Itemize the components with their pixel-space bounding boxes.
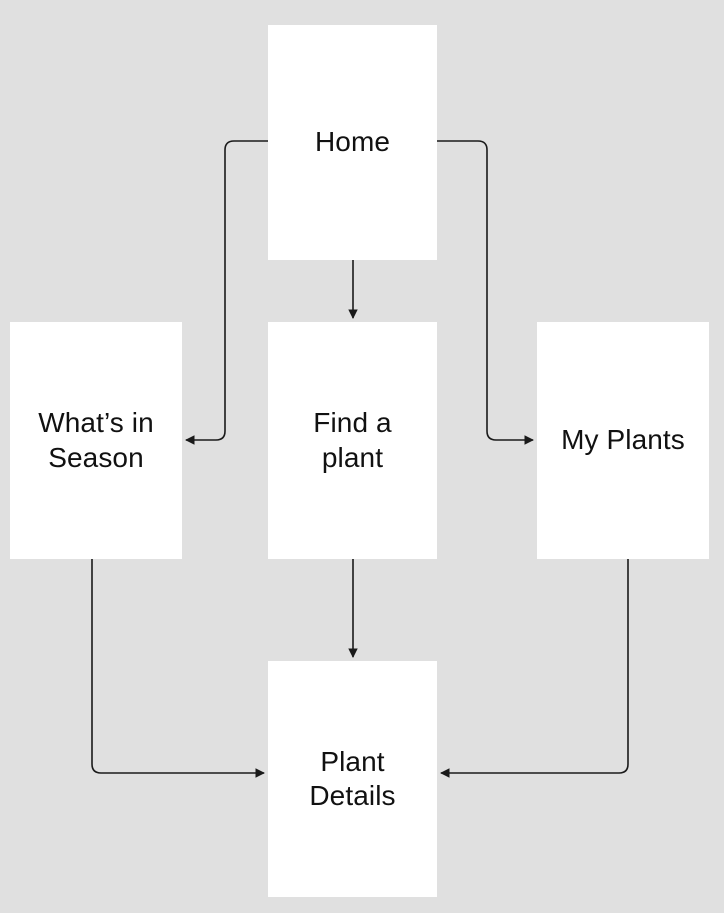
node-plant-details[interactable]: Plant Details <box>268 661 437 897</box>
node-whats-in-season-label: What’s in Season <box>38 407 154 473</box>
node-my-plants[interactable]: My Plants <box>537 322 709 559</box>
node-plant-details-label: Plant Details <box>309 745 396 811</box>
node-whats-in-season[interactable]: What’s in Season <box>10 322 182 559</box>
node-find-a-plant-label: Find a plant <box>313 407 392 473</box>
connector-my-plants-to-plant-details <box>440 559 629 778</box>
connector-home-to-whats-in-season <box>185 140 268 445</box>
node-my-plants-label: My Plants <box>561 424 685 456</box>
connector-home-to-my-plants <box>437 140 534 445</box>
connector-whats-in-season-to-plant-details <box>91 559 265 778</box>
node-home-label: Home <box>314 126 391 158</box>
node-find-a-plant[interactable]: Find a plant <box>268 322 437 559</box>
node-home[interactable]: Home <box>268 25 437 260</box>
